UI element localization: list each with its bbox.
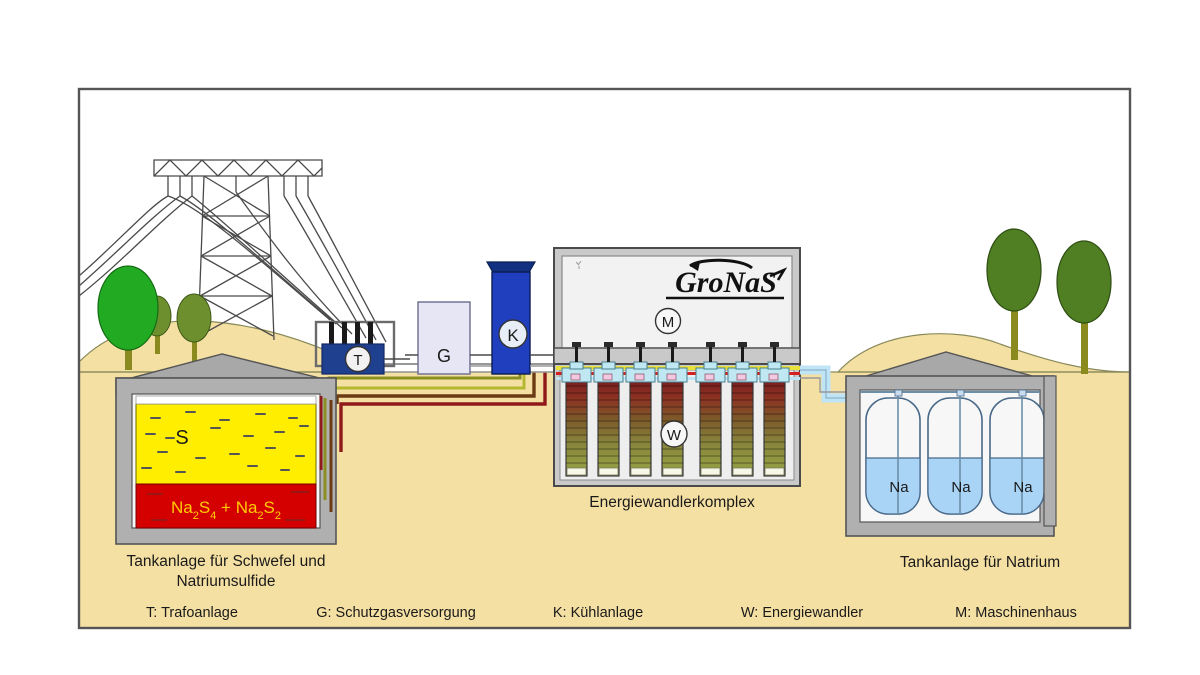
formula-na-1: Na xyxy=(171,498,193,517)
formula-plus: + xyxy=(216,498,235,517)
gronas-arrow-curve xyxy=(689,258,753,270)
sulfur-texture xyxy=(141,411,309,473)
valve-head xyxy=(657,342,688,383)
gronas-logo: GroNaS xyxy=(666,258,788,300)
sulfur-tank-caption-line2: Natriumsulfide xyxy=(176,573,275,590)
gronas-arrow-head-left xyxy=(690,262,700,271)
valve-head xyxy=(561,342,592,383)
cooling-tower-unit: K xyxy=(485,261,556,375)
tree-right-b xyxy=(1056,240,1112,374)
sulfur-tank-headspace xyxy=(135,395,317,405)
formula-sub-2c: 2 xyxy=(275,510,281,522)
converter-column xyxy=(597,381,620,477)
gronas-logo-text: GroNaS xyxy=(675,266,777,299)
transformer-marker-label: T xyxy=(353,352,362,369)
machine-house-marker-label: M xyxy=(662,314,675,331)
sodium-vessel: Na xyxy=(865,389,921,515)
sulfur-label: S xyxy=(175,427,188,449)
tree-right-a xyxy=(986,228,1042,360)
converter-marker-label: W xyxy=(667,427,682,444)
cooling-marker-circle xyxy=(498,319,528,349)
sodium-vessel-label: Na xyxy=(1013,479,1033,496)
converter-column xyxy=(565,381,588,477)
converter-column xyxy=(731,381,754,477)
sodium-vessel-label: Na xyxy=(889,479,909,496)
formula-sub-4: 4 xyxy=(210,510,216,522)
gronas-arrow-head-right xyxy=(769,267,788,281)
valve-head xyxy=(625,342,656,383)
sodium-tank-caption: Tankanlage für Natrium xyxy=(900,554,1060,571)
valve-head xyxy=(759,342,790,383)
sulfur-liquid xyxy=(135,403,317,485)
legend-item-w: W: Energiewandler xyxy=(741,605,863,621)
sodium-tank-facility: Na Na Na xyxy=(845,351,1057,537)
machine-house-marker-circle xyxy=(654,307,682,335)
formula-na-2: Na xyxy=(236,498,258,517)
converter-marker-circle xyxy=(660,420,688,448)
legend-item-k: K: Kühlanlage xyxy=(553,605,643,621)
sodium-transfer-pipe xyxy=(800,365,852,403)
legend-item-g: G: Schutzgasversorgung xyxy=(316,605,476,621)
valve-head xyxy=(695,342,726,383)
formula-s-2: S xyxy=(264,498,275,517)
gas-supply-body xyxy=(417,301,471,375)
transformer-marker-circle xyxy=(344,345,372,373)
tree-left-large xyxy=(97,265,159,370)
valve-head xyxy=(593,342,624,383)
converter-column xyxy=(699,381,722,477)
legend-item-t: T: Trafoanlage xyxy=(146,605,238,621)
diagram-frame xyxy=(77,87,1132,630)
gas-supply-label: G xyxy=(437,346,451,366)
sodium-vessel: Na xyxy=(927,389,983,515)
sulfur-tank-facility: S Na2S4 + Na2S2 xyxy=(115,353,337,545)
formula-sub-2: 2 xyxy=(193,510,199,522)
converter-complex-caption: Energiewandlerkomplex xyxy=(589,494,755,511)
formula-sub-2b: 2 xyxy=(257,510,263,522)
gas-supply-unit: G xyxy=(405,301,492,375)
transmission-tower xyxy=(79,159,387,343)
formula-s-1: S xyxy=(199,498,210,517)
transformer-substation: T xyxy=(314,320,410,375)
sulfur-tank-risers xyxy=(319,396,333,512)
machine-house-interior xyxy=(561,255,793,349)
energy-converter-complex: GroNaS M xyxy=(553,247,801,487)
transformer-bushings xyxy=(329,322,373,346)
tree-left-medium xyxy=(176,293,212,366)
sodium-vessel: Na xyxy=(989,389,1045,515)
legend-item-m: M: Maschinenhaus xyxy=(955,605,1077,621)
sodium-tank-riser xyxy=(1043,375,1057,527)
valve-head xyxy=(727,342,758,383)
converter-column xyxy=(763,381,786,477)
sulfide-texture xyxy=(147,491,309,521)
sulfide-formula-label: Na2S4 + Na2S2 xyxy=(171,498,281,522)
converter-valve-heads xyxy=(561,342,790,383)
machine-house-mark-icon xyxy=(575,260,582,269)
converter-column xyxy=(629,381,652,477)
cooling-marker-label: K xyxy=(507,326,519,345)
sulfur-tank-caption-line1: Tankanlage für Schwefel und xyxy=(126,553,325,570)
sodium-vessel-label: Na xyxy=(951,479,971,496)
